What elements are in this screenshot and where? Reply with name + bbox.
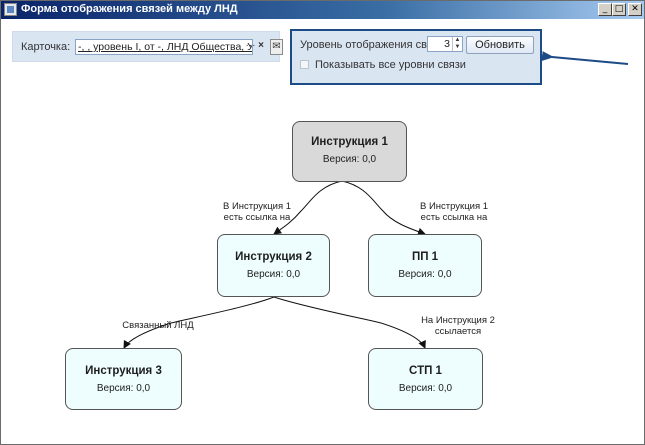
- node-title: Инструкция 1: [311, 136, 388, 148]
- levels-stepper[interactable]: 3 ▲▼: [427, 36, 463, 52]
- node-version: Версия: 0,0: [398, 383, 453, 394]
- maximize-button[interactable]: □: [612, 3, 626, 16]
- annotation-arrow: [541, 51, 629, 65]
- node-title: ПП 1: [411, 251, 439, 263]
- levels-panel: Уровень отображения связей: 3 ▲▼ Обновит…: [290, 29, 542, 85]
- edge-label-n2-n3: Связанный ЛНД: [122, 320, 194, 331]
- edge-label-root-pp1: В Инструкция 1 есть ссылка на: [419, 201, 489, 223]
- node-instruction-2[interactable]: Инструкция 2 Версия: 0,0: [217, 234, 330, 297]
- node-version: Версия: 0,0: [322, 154, 377, 165]
- show-all-levels-label: Показывать все уровни связи: [315, 59, 466, 71]
- edge-label-n2-stp1: На Инструкция 2 ссылается: [421, 315, 495, 337]
- title-bar: Форма отображения связей между ЛНД _ □ ✕: [1, 1, 644, 19]
- show-all-levels-checkbox[interactable]: [300, 60, 309, 69]
- node-version: Версия: 0,0: [398, 269, 452, 280]
- edge-label-root-n2: В Инструкция 1 есть ссылка на: [222, 201, 292, 223]
- levels-label: Уровень отображения связей:: [300, 39, 453, 51]
- refresh-button[interactable]: Обновить: [466, 36, 534, 54]
- stepper-arrows-icon[interactable]: ▲▼: [452, 37, 462, 51]
- minimize-button[interactable]: _: [598, 3, 612, 16]
- node-version: Версия: 0,0: [246, 269, 301, 280]
- open-card-icon[interactable]: ✉: [270, 39, 283, 55]
- node-root[interactable]: Инструкция 1 Версия: 0,0: [292, 121, 407, 182]
- node-version: Версия: 0,0: [96, 383, 151, 394]
- levels-value: 3: [444, 38, 450, 50]
- node-title: СТП 1: [409, 365, 442, 377]
- edge-root-pp1: [341, 180, 426, 236]
- node-title: Инструкция 2: [235, 251, 312, 263]
- node-stp-1[interactable]: СТП 1 Версия: 0,0: [368, 348, 483, 410]
- clear-button[interactable]: ×: [258, 40, 264, 51]
- node-title: Инструкция 3: [85, 365, 162, 377]
- card-field-value: -, , уровень I, от -, ЛНД Общества, Утра…: [78, 41, 252, 53]
- show-all-levels-row[interactable]: Показывать все уровни связи: [300, 59, 466, 71]
- window-title: Форма отображения связей между ЛНД: [21, 3, 238, 15]
- node-instruction-3[interactable]: Инструкция 3 Версия: 0,0: [65, 348, 182, 410]
- close-button[interactable]: ✕: [628, 3, 642, 16]
- card-field[interactable]: -, , уровень I, от -, ЛНД Общества, Утра…: [75, 39, 253, 55]
- edge-n2-stp1: [273, 296, 426, 349]
- app-icon: [4, 3, 17, 16]
- card-label: Карточка:: [21, 41, 71, 53]
- card-panel: Карточка: -, , уровень I, от -, ЛНД Обще…: [12, 31, 283, 62]
- browse-button[interactable]: ···: [245, 40, 256, 51]
- node-pp-1[interactable]: ПП 1 Версия: 0,0: [368, 234, 482, 297]
